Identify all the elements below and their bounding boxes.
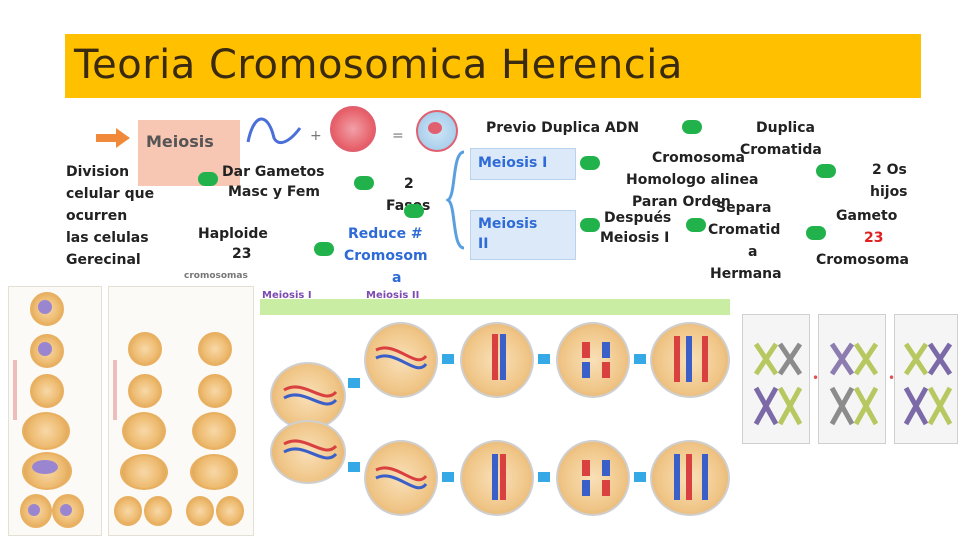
reduce-line-3: a: [392, 270, 402, 286]
meiosis1-label: Meiosis I: [478, 155, 548, 171]
meiosis1-box: [470, 148, 576, 180]
connector-dot: [580, 156, 600, 170]
cell-stage: [144, 496, 172, 526]
homolog-line-2: Homologo alinea: [626, 172, 759, 188]
flow-arrow-icon: [538, 354, 550, 364]
haploide-label: Haploide: [198, 226, 268, 242]
flow-arrow-icon: [538, 472, 550, 482]
chromosome-strokes: [283, 334, 708, 500]
hijos-line-2: hijos: [870, 184, 908, 200]
gameto-number: 23: [864, 230, 884, 246]
stage-header-band: [260, 299, 730, 315]
stage-cell: [556, 322, 630, 398]
nucleus: [28, 504, 40, 516]
connector-dot: [354, 176, 374, 190]
homolog-line-1: Cromosoma: [652, 150, 745, 166]
flow-arrow-icon: [348, 462, 360, 472]
separa-line-3: a: [748, 244, 758, 260]
nucleus: [32, 460, 58, 474]
connector-dot: [682, 120, 702, 134]
cell-stage: [186, 496, 214, 526]
meiosis2-line-2: II: [478, 236, 489, 252]
haploide-sub: cromosomas: [184, 271, 248, 281]
nucleus: [38, 300, 52, 314]
gametes-line-2: Masc y Fem: [228, 184, 320, 200]
mitosis-column-panel: [8, 286, 102, 536]
flow-arrow-icon: [634, 354, 646, 364]
cell-stage: [122, 412, 166, 450]
figure-meiosis1-label: Meiosis I: [262, 290, 312, 301]
duplica-line-1: Duplica: [756, 120, 815, 136]
svg-text:•: •: [812, 371, 819, 385]
meiosis2-line-1: Meiosis: [478, 216, 538, 232]
cell-stage: [30, 374, 64, 408]
reduce-line-2: Cromosom: [344, 248, 428, 264]
stage-cell: [556, 440, 630, 516]
side-label-icon: [113, 360, 117, 420]
separa-line-4: Hermana: [710, 266, 782, 282]
stage-cell: [270, 362, 346, 430]
meiosis-column-panel: [108, 286, 254, 536]
gameto-line-3: Cromosoma: [816, 252, 909, 268]
orange-arrow-icon: [96, 128, 130, 148]
flow-arrow-icon: [634, 472, 646, 482]
desc-line-5: Gerecinal: [66, 252, 141, 268]
desc-line-2: celular que: [66, 186, 155, 202]
title-bar: [65, 34, 921, 98]
desc-line-1: Division: [66, 164, 130, 180]
desc-line-3: ocurren: [66, 208, 128, 224]
stage-cell: [650, 440, 730, 516]
haploide-number: 23: [232, 246, 252, 262]
nucleus: [60, 504, 72, 516]
cell-stage: [198, 332, 232, 366]
cell-stage: [128, 374, 162, 408]
flow-arrow-icon: [348, 378, 360, 388]
sperm-cell-icon: [330, 106, 376, 152]
flow-arrow-icon: [442, 472, 454, 482]
despues-line-2: Meiosis I: [600, 230, 670, 246]
cell-stage: [120, 454, 168, 490]
connector-dot: [198, 172, 218, 186]
separa-line-2: Cromatid: [708, 222, 781, 238]
brace-icon: [446, 150, 465, 250]
connector-dot: [314, 242, 334, 256]
svg-text:•: •: [888, 371, 895, 385]
homolog-line-3: Paran Orden: [632, 194, 731, 210]
despues-line-1: Después: [604, 210, 672, 226]
cell-stage: [128, 332, 162, 366]
connector-dot: [580, 218, 600, 232]
desc-line-4: las celulas: [66, 230, 149, 246]
chromosome-pairs-icon: • •: [753, 342, 953, 426]
cell-stage: [192, 412, 236, 450]
egg-cell-icon: [416, 110, 458, 152]
flow-arrow-icon: [442, 354, 454, 364]
nucleus: [38, 342, 52, 356]
connector-dot: [686, 218, 706, 232]
meiosis2-box: [470, 210, 576, 260]
side-label-icon: [13, 360, 17, 420]
meiosis-label: Meiosis: [146, 132, 214, 151]
connector-dot: [806, 226, 826, 240]
meiosis-box: [138, 120, 240, 186]
previo-duplica-label: Previo Duplica ADN: [486, 120, 640, 136]
cell-stage: [198, 374, 232, 408]
page-title: Teoria Cromosomica Herencia: [74, 42, 683, 88]
connector-dot: [816, 164, 836, 178]
cell-stage: [216, 496, 244, 526]
hijos-line-1: 2 Os: [872, 162, 907, 178]
reduce-line-1: Reduce #: [348, 226, 423, 242]
gameto-line-1: Gameto: [836, 208, 898, 224]
gametes-line-1: Dar Gametos: [222, 164, 325, 180]
duplica-line-2: Cromatida: [740, 142, 822, 158]
phases-number: 2: [404, 176, 414, 192]
cell-stage: [190, 454, 238, 490]
separa-line-1: Separa: [716, 200, 772, 216]
cell-stage: [22, 412, 70, 450]
connector-dot: [404, 204, 424, 218]
chromosome-strand-icon: [246, 117, 302, 145]
egg-nucleus-icon: [428, 122, 442, 134]
cell-stage: [114, 496, 142, 526]
figure-meiosis2-label: Meiosis II: [366, 290, 420, 301]
